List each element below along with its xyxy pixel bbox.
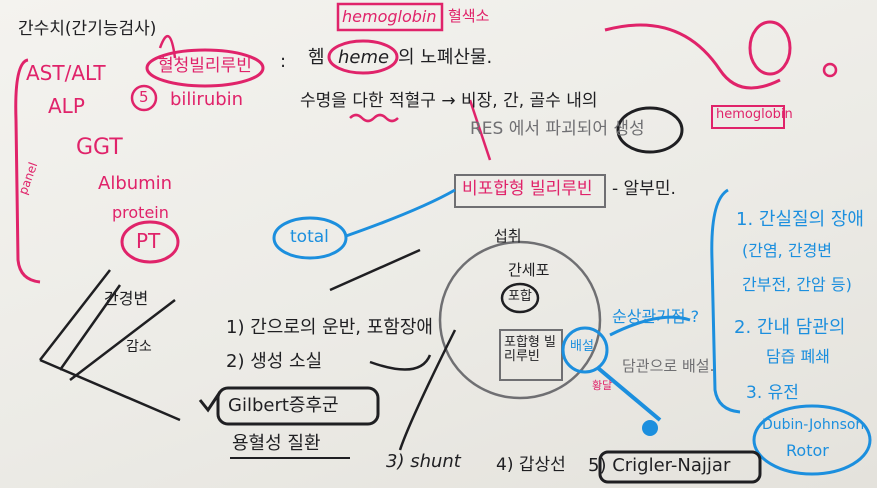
- return-arrow: [369, 354, 432, 371]
- hemoglobin-label: hemoglobin: [342, 7, 437, 26]
- heme-prefix: 헴: [308, 47, 325, 68]
- pt: PT: [136, 229, 161, 253]
- crigler-box: [598, 450, 762, 484]
- bilirubin-num: 5: [139, 88, 149, 106]
- left-bracket: [14, 58, 41, 284]
- cause-gilbert: Gilbert증후군: [228, 395, 339, 416]
- right-item-3: 3. 유전: [746, 383, 799, 403]
- right-item-1: 1. 간실질의 장애: [736, 209, 864, 230]
- hemoglobin-box: [336, 2, 444, 32]
- jaundice: 황달: [592, 379, 613, 392]
- cause-shunt: 3) shunt: [386, 451, 461, 472]
- liver-sketch: [39, 269, 181, 422]
- heme: heme: [338, 47, 390, 68]
- rbc-sketch: [604, 23, 781, 90]
- cause-arrow: [329, 248, 421, 292]
- conjugation-circle: [500, 282, 540, 314]
- create-circle: [616, 106, 684, 154]
- heme-suffix: 의 노폐산물.: [398, 47, 493, 68]
- ggt: GGT: [76, 135, 123, 160]
- hemoglobin-right: hemoglobin: [716, 107, 793, 122]
- heme-circle: [327, 39, 399, 75]
- title-arrow: [158, 35, 177, 59]
- cause-hemolytic: 용혈성 질환: [232, 433, 321, 454]
- syndrome-2: Rotor: [786, 441, 829, 460]
- excretion-circle: [561, 326, 609, 374]
- unconjugated-dash: - 알부민.: [612, 179, 676, 199]
- albumin: Albumin: [98, 173, 173, 194]
- rbc-underline: [349, 113, 399, 123]
- serum-bilirubin: 혈청빌리루빈: [158, 56, 252, 76]
- liver-cell: 간세포: [508, 261, 550, 279]
- bilirubin: bilirubin: [170, 89, 244, 110]
- shunt-arrow: [398, 329, 457, 451]
- right-item-2-detail: 담즙 폐쇄: [766, 347, 830, 366]
- conjugation: 포합: [508, 289, 532, 304]
- hemoglobin-korean: 혈색소: [448, 7, 490, 25]
- excretion: 배설: [570, 339, 594, 354]
- gilbert-box: [216, 386, 380, 426]
- right-item-1-detail: (간염, 간경변: [742, 241, 833, 260]
- syndrome-circle: [752, 404, 872, 476]
- cause-1: 1) 간으로의 운반, 포함장애: [226, 317, 433, 338]
- alp: ALP: [48, 94, 85, 118]
- right-item-2: 2. 간내 담관의: [734, 317, 846, 338]
- disturbance: 순상관기점 ?: [612, 307, 700, 326]
- total-circle: [272, 216, 348, 260]
- hemoglobin-right-box: [711, 105, 785, 129]
- bile-line: [596, 366, 662, 422]
- bile-duct: 담관으로 배설.: [622, 357, 715, 375]
- liver-cirrhosis: 간경변: [104, 289, 149, 308]
- cause-2: 2) 생성 소실: [226, 351, 323, 372]
- unconjugated: 비포합형 빌리루빈: [462, 179, 593, 199]
- rbc-blob: [748, 20, 792, 76]
- protein: protein: [112, 203, 169, 222]
- right-item-1-detail2: 간부전, 간암 등): [742, 275, 852, 294]
- decrease: 감소: [126, 339, 152, 355]
- gilbert-check: [198, 391, 222, 413]
- liver-cell-circle: [438, 240, 602, 400]
- colon: :: [280, 51, 287, 72]
- syndrome-1: Dubin-Johnson: [762, 417, 865, 433]
- uptake: 섭취: [494, 227, 522, 245]
- ast-alt: AST/ALT: [26, 61, 106, 85]
- rbc-line: 수명을 다한 적혈구 → 비장, 간, 골수 내의: [300, 91, 598, 111]
- right-bracket: [710, 188, 741, 414]
- res-line: RES 에서 파괴되어 생성: [470, 119, 645, 139]
- conjugated: 포합형 빌리루빈: [504, 335, 556, 365]
- bile-dot: [642, 420, 658, 436]
- total-line: [345, 188, 456, 238]
- pt-circle: [120, 220, 180, 264]
- heme-arrow: [468, 99, 492, 161]
- title: 간수치(간기능검사): [18, 19, 157, 39]
- serum-bilirubin-circle: [145, 48, 265, 88]
- cause-crigler: 5) Crigler-Najjar: [588, 455, 731, 476]
- conjugated-box: [499, 329, 563, 381]
- total: total: [290, 227, 329, 247]
- disturbance-line: [609, 315, 691, 337]
- num5-circle: [130, 84, 158, 112]
- rbc-small: [822, 62, 838, 78]
- cause-thyroid: 4) 갑상선: [496, 455, 566, 475]
